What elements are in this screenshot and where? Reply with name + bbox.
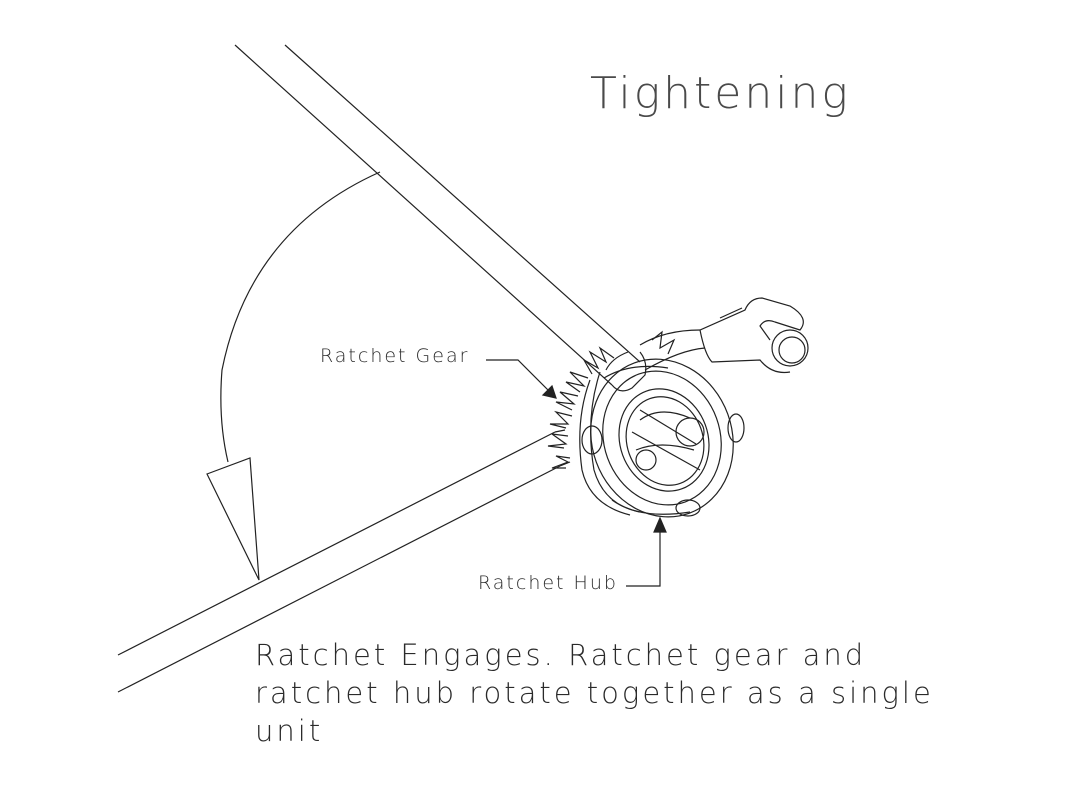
ratchet-hub-leader xyxy=(626,518,666,586)
ratchet-hub-label: Ratchet Hub xyxy=(478,572,618,594)
ratchet-gear-label: Ratchet Gear xyxy=(320,345,470,367)
ratchet-hub xyxy=(569,339,755,537)
caption-line-3: unit xyxy=(255,714,324,748)
caption-line-1: Ratchet Engages. Ratchet gear and xyxy=(255,638,867,672)
diagram-title: Tightening xyxy=(590,68,851,119)
upper-arm xyxy=(235,45,646,391)
ratchet-gear-leader xyxy=(486,360,556,398)
rotation-arrow xyxy=(207,172,380,580)
caption: Ratchet Engages. Ratchet gear and ratche… xyxy=(255,636,995,750)
caption-line-2: ratchet hub rotate together as a single xyxy=(255,676,934,710)
lower-arm xyxy=(118,430,570,692)
pawl-hook xyxy=(640,298,808,373)
